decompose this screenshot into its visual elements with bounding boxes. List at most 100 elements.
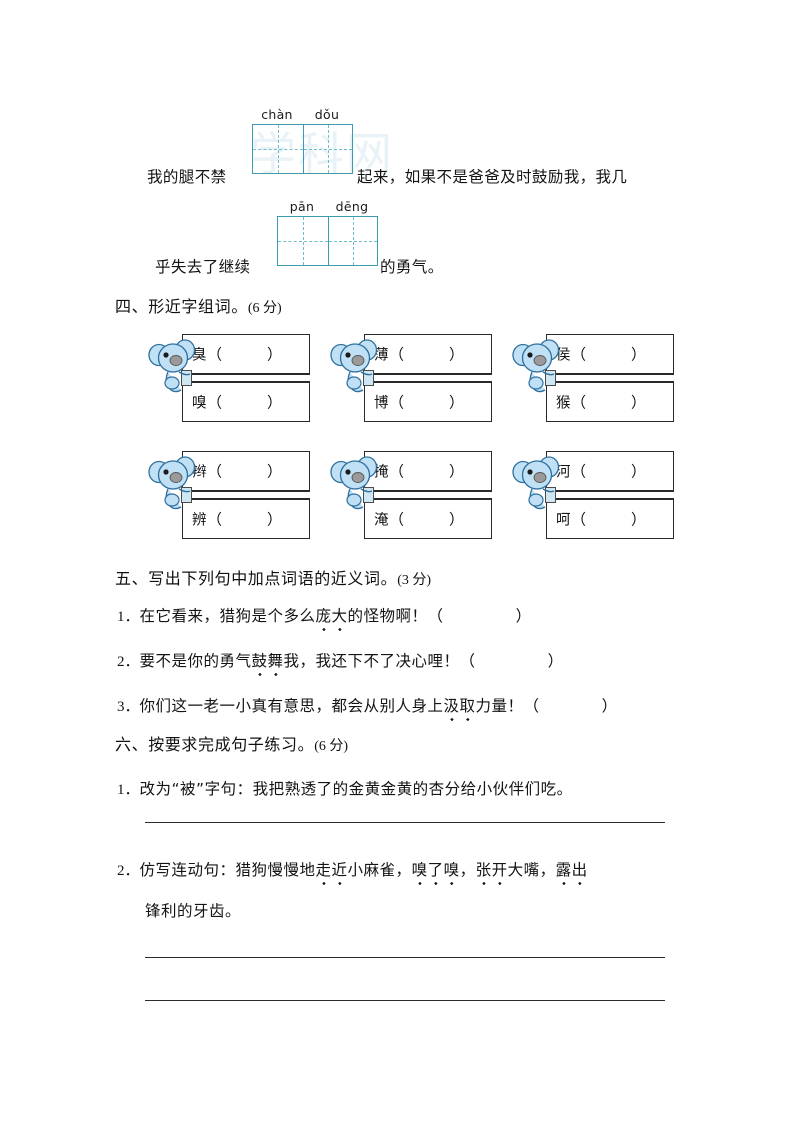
section-6-heading: 六、按要求完成句子练习。(6 分) xyxy=(115,731,348,755)
emphasized-word: 汲取 xyxy=(443,694,476,721)
sentence-1-before: 我的腿不禁 xyxy=(147,168,227,186)
pinyin-labels-row: pān dēng xyxy=(277,200,378,216)
connector-bar xyxy=(546,374,674,382)
question-text-part: 锋利的牙齿。 xyxy=(145,902,242,920)
question-5-2: 2．要不是你的勇气鼓舞我，我还下不了决心哩！（） xyxy=(117,649,564,676)
question-text-part: 小麻雀， xyxy=(347,861,412,879)
char-with-blank: 侯（ ） xyxy=(556,347,647,364)
emphasized-word: 嗅了嗅 xyxy=(411,858,460,885)
sentence-2-after: 的勇气。 xyxy=(380,258,444,276)
question-number: 2． xyxy=(117,654,140,670)
question-text-pre: 你们这一老一小真有意思，都会从别人身上 xyxy=(139,697,444,715)
pinyin-labels-row: chàn dǒu xyxy=(252,108,353,124)
word-box-bottom[interactable]: 呵（ ） xyxy=(546,499,674,539)
char-with-blank: 臭（ ） xyxy=(192,347,283,364)
koala-icon xyxy=(148,339,196,393)
word-box-top[interactable]: 侯（ ） xyxy=(546,334,674,374)
connector-knob xyxy=(181,370,192,386)
question-blank-close: ） xyxy=(515,607,532,625)
char-pair-group: 侯（ ） 猴（ ） xyxy=(512,334,674,426)
pinyin-label: chàn xyxy=(261,107,293,122)
pinyin-grid-pandeng: pān dēng xyxy=(277,200,378,266)
connector-knob xyxy=(181,487,192,503)
grid-cell[interactable] xyxy=(253,125,303,173)
grid-cell[interactable] xyxy=(302,125,353,173)
answer-line[interactable] xyxy=(145,822,665,823)
question-text-pre: 在它看来，猎狗是个多么 xyxy=(139,607,316,625)
char-with-blank: 博（ ） xyxy=(374,395,465,412)
pinyin-label: pān xyxy=(289,199,315,214)
word-box-top[interactable]: 辫（ ） xyxy=(182,451,310,491)
pinyin-grid-chandou: chàn dǒu xyxy=(252,108,353,174)
question-text-part: 仿写连动句：猎狗慢慢地 xyxy=(139,861,316,879)
emphasized-word: 走近 xyxy=(315,858,348,885)
char-pair-group: 掩（ ） 淹（ ） xyxy=(330,451,492,543)
word-box-bottom[interactable]: 辨（ ） xyxy=(182,499,310,539)
char-with-blank: 掩（ ） xyxy=(374,464,465,481)
sentence-1-after: 起来，如果不是爸爸及时鼓励我，我几 xyxy=(357,168,628,186)
question-blank-close: ） xyxy=(547,652,564,670)
question-number: 1． xyxy=(117,782,140,798)
question-text-post: 的怪物啊！（ xyxy=(347,607,444,625)
koala-icon xyxy=(512,456,560,510)
section-5-title: 五、写出下列句中加点词语的近义词。 xyxy=(115,569,398,588)
connector-knob xyxy=(363,370,374,386)
koala-icon xyxy=(330,339,378,393)
section-6-points: (6 分) xyxy=(314,739,349,754)
connector-bar xyxy=(364,374,492,382)
question-5-3: 3．你们这一老一小真有意思，都会从别人身上汲取力量！（ ） xyxy=(117,694,618,721)
word-box-top[interactable]: 河（ ） xyxy=(546,451,674,491)
char-with-blank: 淹（ ） xyxy=(374,512,465,529)
emphasized-word: 庞大 xyxy=(315,604,348,631)
char-pair-group: 河（ ） 呵（ ） xyxy=(512,451,674,543)
section-5-points: (3 分) xyxy=(397,573,432,588)
answer-grid[interactable] xyxy=(252,124,353,174)
char-with-blank: 呵（ ） xyxy=(556,512,647,529)
word-box-top[interactable]: 薄（ ） xyxy=(364,334,492,374)
connector-bar xyxy=(182,374,310,382)
word-box-top[interactable]: 臭（ ） xyxy=(182,334,310,374)
question-blank-close: ） xyxy=(601,697,618,715)
char-with-blank: 薄（ ） xyxy=(374,347,465,364)
koala-icon xyxy=(330,456,378,510)
question-6-2-continued: 锋利的牙齿。 xyxy=(145,899,241,921)
word-box-bottom[interactable]: 淹（ ） xyxy=(364,499,492,539)
char-pair-group: 薄（ ） 博（ ） xyxy=(330,334,492,426)
question-number: 3． xyxy=(117,699,140,715)
emphasized-word: 张开 xyxy=(475,858,508,885)
grid-cell[interactable] xyxy=(327,217,378,265)
sentence-2-before: 乎失去了继续 xyxy=(155,258,251,276)
answer-line[interactable] xyxy=(145,957,665,958)
answer-line[interactable] xyxy=(145,1000,665,1001)
char-with-blank: 猴（ ） xyxy=(556,395,647,412)
word-box-top[interactable]: 掩（ ） xyxy=(364,451,492,491)
char-with-blank: 嗅（ ） xyxy=(192,395,283,412)
question-number: 1． xyxy=(117,609,140,625)
char-pair-group: 辫（ ） 辨（ ） xyxy=(148,451,310,543)
word-box-bottom[interactable]: 嗅（ ） xyxy=(182,382,310,422)
connector-bar xyxy=(546,491,674,499)
question-6-2: 2．仿写连动句：猎狗慢慢地走近小麻雀，嗅了嗅，张开大嘴，露出 xyxy=(117,858,588,885)
question-text-post: 我，我还下不了决心哩！（ xyxy=(283,652,476,670)
section-4-title: 四、形近字组词。 xyxy=(115,297,248,316)
question-text: 改为“被”字句：我把熟透了的金黄金黄的杏分给小伙伴们吃。 xyxy=(139,780,573,798)
question-text-part: ， xyxy=(459,861,476,879)
answer-grid[interactable] xyxy=(277,216,378,266)
question-6-1: 1．改为“被”字句：我把熟透了的金黄金黄的杏分给小伙伴们吃。 xyxy=(117,777,573,799)
connector-bar xyxy=(364,491,492,499)
char-with-blank: 辫（ ） xyxy=(192,464,283,481)
question-text-post: 力量！（ xyxy=(475,697,540,715)
connector-knob xyxy=(545,370,556,386)
koala-icon xyxy=(512,339,560,393)
word-box-bottom[interactable]: 博（ ） xyxy=(364,382,492,422)
char-with-blank: 辨（ ） xyxy=(192,512,283,529)
pinyin-label: dēng xyxy=(335,199,369,214)
grid-cell[interactable] xyxy=(278,217,328,265)
word-box-bottom[interactable]: 猴（ ） xyxy=(546,382,674,422)
question-text-pre: 要不是你的勇气 xyxy=(139,652,252,670)
char-with-blank: 河（ ） xyxy=(556,464,647,481)
question-number: 2． xyxy=(117,863,140,879)
char-pair-group: 臭（ ） 嗅（ ） xyxy=(148,334,310,426)
pinyin-label: dǒu xyxy=(314,107,340,122)
